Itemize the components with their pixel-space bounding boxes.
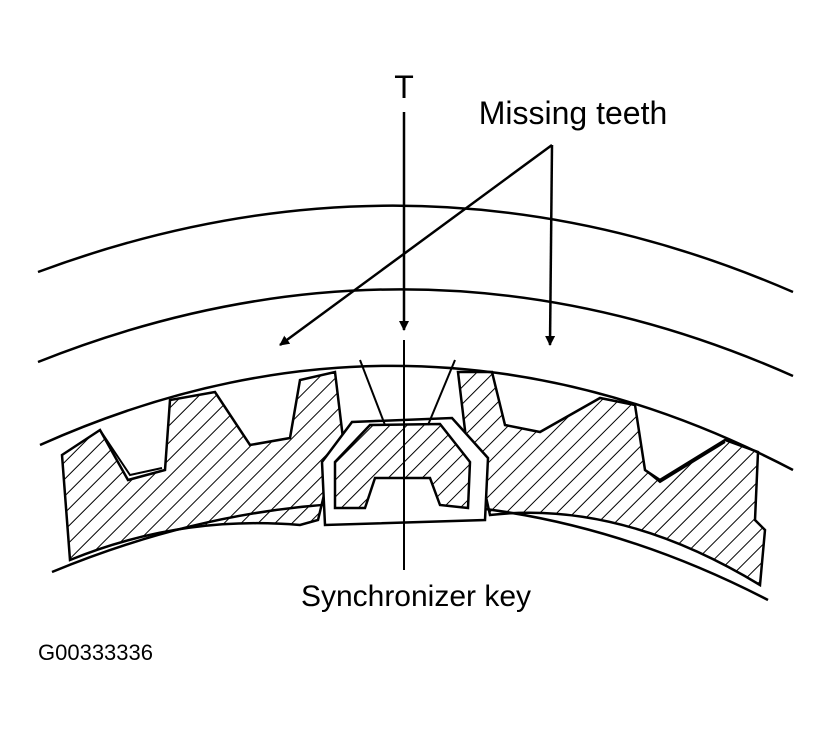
right-hub-section — [456, 370, 767, 588]
right-tooth-outline — [644, 441, 726, 484]
t-label: T — [394, 69, 414, 105]
left-hub-section — [60, 370, 347, 562]
ring-top-arc — [39, 364, 794, 472]
outer-arc-1 — [37, 204, 794, 294]
missing-teeth-arrow-left — [279, 143, 553, 347]
key-taper-left — [359, 359, 386, 426]
figure-code: G00333336 — [38, 640, 153, 665]
synchronizer-key-label: Synchronizer key — [301, 580, 531, 613]
synchronizer-key-part — [333, 422, 472, 510]
outer-arc-2 — [37, 288, 794, 378]
left-tooth-outline — [99, 429, 163, 477]
missing-teeth-label: Missing teeth — [479, 95, 668, 131]
missing-teeth-arrow-right — [545, 144, 556, 346]
key-taper-right — [427, 359, 456, 426]
